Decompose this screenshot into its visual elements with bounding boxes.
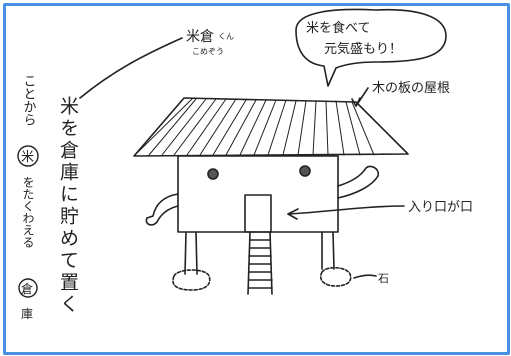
illustration-frame: 米倉 くん こめぞう 米を食べて 元気盛もり！ 木の板の屋根 入り口が口 石 米… [3, 3, 510, 355]
entrance-pointer [287, 205, 405, 215]
left-leg [184, 231, 198, 275]
right-arm [337, 165, 380, 199]
roof [133, 97, 409, 157]
left-stone [172, 269, 211, 291]
left-eye [207, 168, 219, 180]
stone-label: 石 [378, 272, 389, 285]
side-text-1: ことから [21, 74, 36, 126]
roof-label: 木の板の屋根 [372, 81, 450, 96]
name-suffix: くん [218, 32, 234, 41]
house-drawing: 米倉 くん こめぞう 米を食べて 元気盛もり！ 木の板の屋根 入り口が口 石 米… [17, 8, 473, 321]
side-text-3: 庫 [21, 307, 33, 321]
right-stone [320, 266, 352, 287]
name-reading: こめぞう [192, 47, 224, 56]
speech-line-1: 米を食べて [306, 20, 370, 36]
roof-planks [135, 98, 375, 156]
house-body [177, 155, 339, 233]
side-circled-1: 米 [21, 150, 34, 165]
vertical-main-text: 米を倉庫に貯めて置く [57, 96, 79, 316]
door [244, 194, 272, 233]
speech-line-2: 元気盛もり！ [324, 41, 402, 57]
stone-pointer [353, 274, 377, 279]
ladder [247, 231, 273, 295]
right-eye [299, 165, 311, 177]
speech-bubble [295, 8, 447, 87]
entrance-label: 入り口が口 [408, 200, 473, 215]
right-leg [321, 231, 335, 270]
side-text-2: をたくわえる [21, 176, 35, 248]
name-pointer [79, 37, 183, 99]
name-kanji: 米倉 [186, 29, 214, 45]
side-circled-2: 倉 [21, 281, 33, 296]
left-arm [145, 193, 179, 226]
